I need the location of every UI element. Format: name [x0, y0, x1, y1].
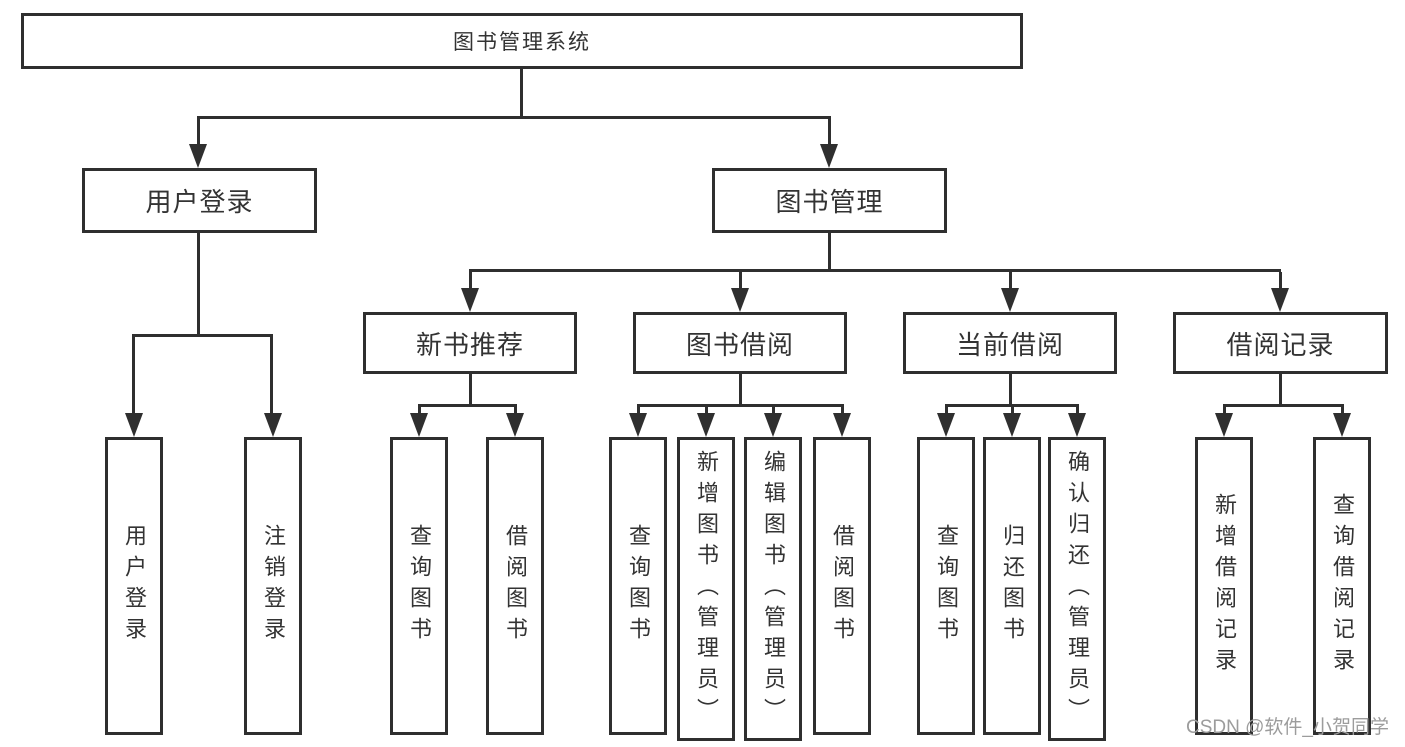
- connector-line: [1011, 407, 1014, 415]
- arrow-down-icon: [506, 413, 524, 437]
- connector-line: [945, 404, 1079, 407]
- connector-line: [197, 116, 831, 119]
- leaf-label: 借阅图书: [503, 524, 528, 648]
- arrow-down-icon: [937, 413, 955, 437]
- node-book-borrowing: 图书借阅: [633, 312, 847, 374]
- arrow-down-icon: [1003, 413, 1021, 437]
- leaf-query-books-recommend: 查询图书: [390, 437, 448, 735]
- connector-line: [520, 69, 523, 119]
- connector-line: [469, 272, 472, 290]
- arrow-down-icon: [697, 413, 715, 437]
- connector-line: [514, 407, 517, 415]
- connector-line: [418, 404, 517, 407]
- leaf-query-borrow-record: 查询借阅记录: [1313, 437, 1371, 735]
- node-library-system: 图书管理系统: [21, 13, 1023, 69]
- node-label: 借阅记录: [1226, 329, 1335, 360]
- connector-line: [132, 334, 273, 337]
- node-label: 用户登录: [145, 187, 254, 217]
- leaf-query-books-borrowing: 查询图书: [609, 437, 667, 735]
- connector-line: [1279, 272, 1282, 290]
- connector-line: [1223, 407, 1226, 415]
- node-current-borrowing: 当前借阅: [903, 312, 1117, 374]
- connector-line: [1076, 407, 1079, 415]
- arrow-down-icon: [410, 413, 428, 437]
- connector-line: [828, 119, 831, 146]
- csdn-watermark: CSDN @软件_小贺同学: [1186, 717, 1389, 738]
- node-label: 图书管理系统: [453, 31, 591, 54]
- leaf-label: 注销登录: [261, 524, 286, 648]
- node-user-login: 用户登录: [82, 168, 317, 233]
- leaf-return-books: 归还图书: [983, 437, 1041, 735]
- leaf-label: 查询图书: [934, 524, 959, 648]
- arrow-down-icon: [629, 413, 647, 437]
- leaf-label: 确认归还（管理员）: [1065, 449, 1090, 729]
- connector-line: [1009, 374, 1012, 407]
- node-new-book-recommend: 新书推荐: [363, 312, 577, 374]
- arrow-down-icon: [1215, 413, 1233, 437]
- leaf-borrow-books-recommend: 借阅图书: [486, 437, 544, 735]
- leaf-edit-books-admin: 编辑图书（管理员）: [744, 437, 802, 741]
- connector-line: [828, 233, 831, 272]
- arrow-down-icon: [764, 413, 782, 437]
- connector-line: [270, 337, 273, 415]
- connector-line: [197, 119, 200, 146]
- leaf-label: 查询图书: [407, 524, 432, 648]
- connector-line: [945, 407, 948, 415]
- leaf-borrow-books-borrowing: 借阅图书: [813, 437, 871, 735]
- connector-line: [1223, 404, 1344, 407]
- connector-line: [637, 407, 640, 415]
- connector-line: [841, 407, 844, 415]
- arrow-down-icon: [189, 144, 207, 168]
- connector-line: [1009, 272, 1012, 290]
- connector-line: [1279, 374, 1282, 407]
- node-borrow-records: 借阅记录: [1173, 312, 1388, 374]
- arrow-down-icon: [1068, 413, 1086, 437]
- connector-line: [705, 407, 708, 415]
- node-label: 当前借阅: [955, 329, 1064, 360]
- leaf-query-books-current: 查询图书: [917, 437, 975, 735]
- connector-line: [739, 272, 742, 290]
- connector-line: [469, 374, 472, 407]
- connector-line: [739, 374, 742, 407]
- leaf-add-books-admin: 新增图书（管理员）: [677, 437, 735, 741]
- arrow-down-icon: [264, 413, 282, 437]
- connector-line: [469, 269, 1281, 272]
- connector-line: [1341, 407, 1344, 415]
- node-label: 图书管理: [775, 187, 884, 217]
- leaf-label: 新增图书（管理员）: [694, 449, 719, 729]
- arrow-down-icon: [731, 288, 749, 312]
- connector-line: [132, 337, 135, 415]
- leaf-confirm-return-admin: 确认归还（管理员）: [1048, 437, 1106, 741]
- leaf-user-login: 用户登录: [105, 437, 163, 735]
- arrow-down-icon: [833, 413, 851, 437]
- leaf-label: 查询图书: [626, 524, 651, 648]
- arrow-down-icon: [125, 413, 143, 437]
- leaf-label: 新增借阅记录: [1212, 493, 1237, 679]
- leaf-label: 借阅图书: [830, 524, 855, 648]
- connector-line: [637, 404, 844, 407]
- leaf-logout: 注销登录: [244, 437, 302, 735]
- arrow-down-icon: [1271, 288, 1289, 312]
- leaf-label: 用户登录: [122, 524, 147, 648]
- arrow-down-icon: [461, 288, 479, 312]
- leaf-label: 归还图书: [1000, 524, 1025, 648]
- leaf-label: 查询借阅记录: [1330, 493, 1355, 679]
- connector-line: [772, 407, 775, 415]
- node-label: 新书推荐: [415, 329, 524, 360]
- node-book-management: 图书管理: [712, 168, 947, 233]
- arrow-down-icon: [1001, 288, 1019, 312]
- connector-line: [197, 233, 200, 337]
- node-label: 图书借阅: [685, 329, 794, 360]
- leaf-label: 编辑图书（管理员）: [761, 449, 786, 729]
- arrow-down-icon: [820, 144, 838, 168]
- leaf-add-borrow-record: 新增借阅记录: [1195, 437, 1253, 735]
- connector-line: [418, 407, 421, 415]
- arrow-down-icon: [1333, 413, 1351, 437]
